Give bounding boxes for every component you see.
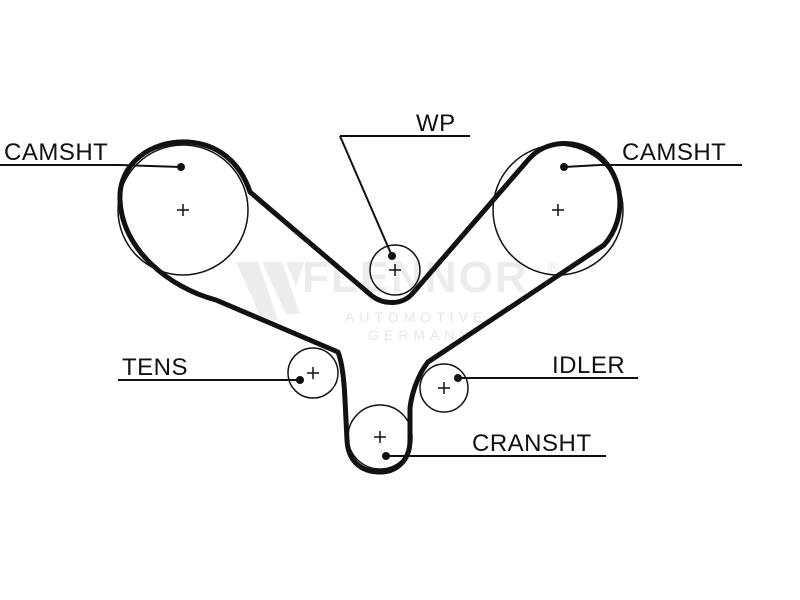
camshaft-left-leader bbox=[0, 163, 185, 171]
watermark-registered-mark: ® bbox=[548, 259, 563, 275]
tensioner-label: TENS bbox=[122, 354, 188, 381]
watermark-germany: GERMANY bbox=[368, 327, 474, 343]
idler-leader bbox=[454, 374, 638, 382]
crankshaft-leader bbox=[382, 452, 606, 460]
watermark-automotive: AUTOMOTIVE bbox=[345, 309, 487, 325]
watermark-brand: FLENNOR bbox=[302, 253, 529, 302]
camshaft-right-label: CAMSHT bbox=[622, 139, 726, 166]
camshaft-left-pulley bbox=[117, 144, 249, 276]
flennor-watermark: FLENNOR ® AUTOMOTIVE GERMANY bbox=[236, 253, 563, 343]
water-pump-leader bbox=[339, 135, 470, 260]
camshaft-right-leader bbox=[560, 163, 742, 171]
idler-pulley bbox=[419, 363, 469, 413]
tensioner-leader bbox=[118, 376, 304, 384]
timing-belt bbox=[117, 139, 623, 475]
crankshaft-label: CRANSHT bbox=[472, 430, 592, 457]
flennor-logo-icon bbox=[236, 262, 304, 320]
camshaft-left-label: CAMSHT bbox=[4, 139, 108, 166]
water-pump-pulley bbox=[369, 244, 421, 296]
tensioner-pulley bbox=[287, 347, 339, 399]
idler-label: IDLER bbox=[552, 352, 625, 379]
water-pump-label: WP bbox=[416, 110, 456, 137]
